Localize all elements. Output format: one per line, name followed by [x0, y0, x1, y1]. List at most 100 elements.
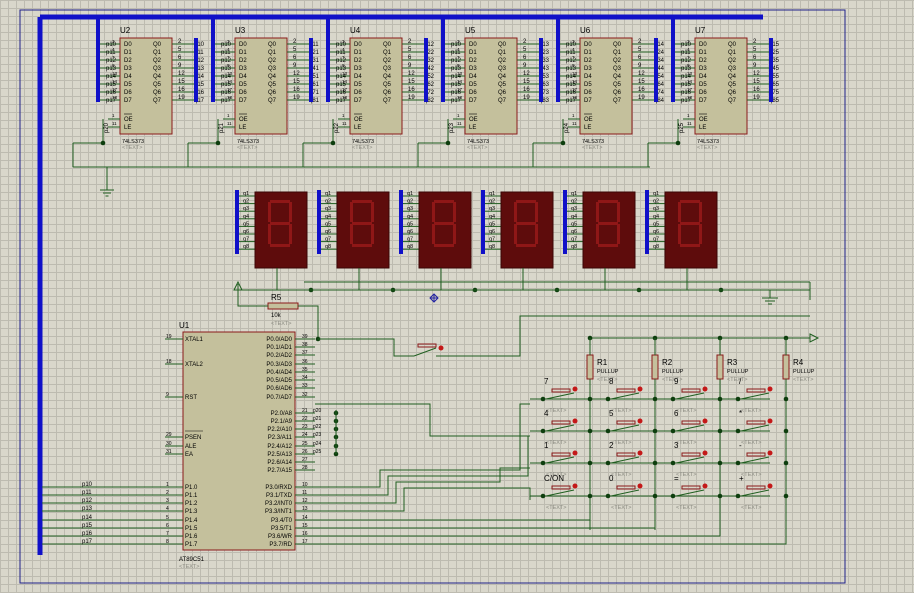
d-pin-name: D0 — [124, 42, 132, 48]
q-pin-name: Q7 — [153, 98, 162, 104]
segment-net-label: q5 — [571, 221, 577, 227]
pin-number: 17 — [342, 87, 348, 92]
d-net-label: p14 — [451, 74, 462, 80]
reset-button — [413, 347, 437, 357]
common-pin — [276, 268, 319, 291]
pin-number: 12 — [178, 71, 185, 77]
seven-segment-display — [418, 191, 472, 269]
le-pin-name: LE — [239, 125, 246, 131]
pin-number: 11 — [457, 121, 462, 126]
q-pin-name: Q2 — [268, 58, 277, 64]
mcu-pin-name: P2.7/A15 — [267, 468, 292, 474]
pushbutton-dot — [637, 450, 643, 456]
mcu-pin-name: P1.4 — [185, 518, 198, 524]
q-pin-name: Q2 — [153, 58, 162, 64]
d-pin-name: D0 — [469, 42, 477, 48]
d-pin-name: D5 — [584, 82, 592, 88]
pin-number: 8 — [166, 539, 169, 545]
pushbutton-dot — [637, 386, 643, 392]
d-net-label: p12 — [106, 58, 117, 64]
d-pin-name: D2 — [584, 58, 592, 64]
d-net-label: p16 — [681, 90, 692, 96]
keypad-button-/ — [746, 388, 766, 393]
pin-number: 13 — [572, 71, 578, 76]
segment — [270, 244, 290, 247]
key-text: <TEXT> — [546, 472, 566, 478]
p3-6-wire — [315, 512, 721, 537]
d-pin-name: D7 — [124, 98, 132, 104]
mcu-pin-name: P3.2/INT0 — [265, 501, 293, 507]
key-contact — [545, 456, 575, 464]
q-pin-name: Q7 — [383, 98, 392, 104]
segment — [289, 202, 292, 222]
segment — [680, 222, 700, 225]
junction-dot — [717, 396, 723, 402]
segment — [268, 202, 271, 222]
d-net-label: p14 — [106, 74, 117, 80]
key-contact — [545, 489, 575, 497]
resistor-value: PULLUP — [793, 369, 815, 375]
pin-number: 37 — [302, 350, 308, 356]
q-net-label: q84 — [654, 98, 665, 104]
junction-dot — [735, 396, 741, 402]
pin-number: 19 — [638, 95, 645, 101]
segment — [535, 202, 538, 222]
pin-number: 9 — [166, 392, 169, 398]
pin-number: 32 — [302, 392, 308, 398]
pin-number: 4 — [227, 47, 230, 52]
q-net-label: q54 — [654, 74, 665, 80]
d-net-label: p12 — [566, 58, 577, 64]
d-net-label: p12 — [451, 58, 462, 64]
key-text: <TEXT> — [676, 440, 696, 446]
key-contact — [675, 456, 705, 464]
p2-net-label: p23 — [313, 432, 322, 438]
pin-number: 17 — [227, 87, 233, 92]
pin-number: 5 — [178, 47, 182, 53]
key-label: 5 — [609, 409, 614, 418]
q-pin-name: Q2 — [498, 58, 507, 64]
q-pin-name: Q5 — [383, 82, 392, 88]
pin-number: 7 — [457, 55, 460, 60]
resistor-value: 10k — [271, 313, 282, 319]
segment — [598, 222, 618, 225]
pin-number: 17 — [112, 87, 118, 92]
segment — [699, 224, 702, 244]
key-label: = — [674, 474, 679, 483]
segment — [371, 224, 374, 244]
mcu-pin-name: P0.4/AD4 — [266, 370, 292, 376]
q-pin-name: Q3 — [383, 66, 392, 72]
q-net-label: q85 — [769, 98, 780, 104]
q-net-label: q23 — [539, 50, 550, 56]
key-contact — [740, 489, 770, 497]
segment — [678, 224, 681, 244]
mcu-pin-name: P2.5/A13 — [267, 452, 292, 458]
d-net-label: p12 — [336, 58, 347, 64]
junction-dot — [587, 493, 593, 499]
le-net-label: p24 — [564, 122, 570, 133]
segment-net-label: q2 — [489, 199, 495, 205]
q-net-label: q24 — [654, 50, 665, 56]
q-pin-name: Q3 — [153, 66, 162, 72]
pin-number: 19 — [408, 95, 415, 101]
le-pin-name: LE — [354, 125, 361, 131]
q-pin-name: Q1 — [728, 50, 737, 56]
power-arrow-icon — [809, 333, 820, 343]
key-text: <TEXT> — [741, 440, 761, 446]
segment-net-label: q6 — [489, 229, 495, 235]
q-net-label: q75 — [769, 90, 780, 96]
segment — [434, 222, 454, 225]
key-label: 7 — [544, 377, 549, 386]
key-label: 9 — [674, 377, 679, 386]
pin-number: 39 — [302, 334, 308, 340]
pin-number: 5 — [293, 47, 297, 53]
seven-segment-display — [500, 191, 554, 269]
d-pin-name: D5 — [699, 82, 707, 88]
q-pin-name: Q0 — [498, 42, 507, 48]
le-pin-name: LE — [699, 125, 706, 131]
segment — [434, 200, 454, 203]
pin-number: 30 — [166, 441, 172, 447]
pin-number: 15 — [753, 79, 760, 85]
pin-number: 6 — [523, 55, 527, 61]
latch-chip-U4 — [349, 37, 403, 135]
